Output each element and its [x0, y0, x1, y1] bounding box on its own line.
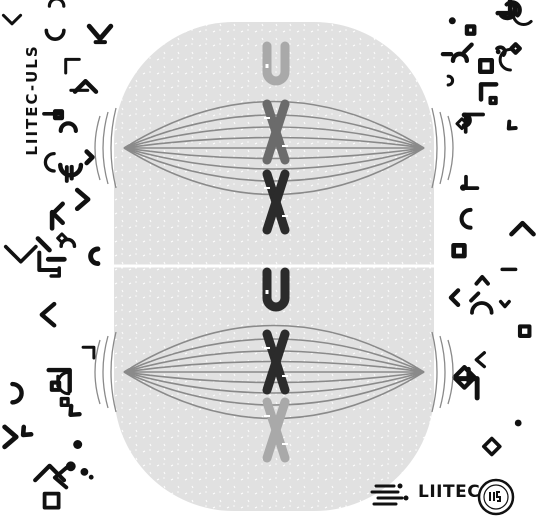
pattern-shape — [447, 16, 457, 26]
pattern-shape — [454, 245, 465, 256]
astral-fiber — [95, 340, 100, 404]
pattern-shape — [38, 239, 50, 251]
pattern-shape — [501, 302, 509, 307]
pattern-shape — [511, 223, 533, 245]
pattern-shape — [448, 76, 452, 85]
pattern-shape — [66, 59, 80, 73]
brand-name: LIITEC — [418, 482, 480, 502]
pattern-shape — [464, 45, 472, 53]
pattern-shape — [471, 293, 478, 300]
side-label: LIITEC-ULS — [23, 44, 41, 155]
pattern-shape — [66, 406, 79, 419]
pattern-shape — [451, 290, 465, 304]
pattern-shape — [6, 232, 36, 262]
pattern-shape — [61, 399, 68, 406]
dividing-cell — [95, 22, 453, 511]
pattern-shape — [506, 122, 516, 132]
pattern-shape — [467, 26, 474, 33]
astral-fiber — [440, 336, 445, 408]
pattern-shape — [19, 427, 31, 439]
pattern-shape — [484, 439, 500, 455]
pattern-shape — [466, 177, 477, 188]
pattern-shape — [45, 154, 54, 171]
pattern-shape — [46, 30, 64, 39]
pattern-shape — [45, 494, 59, 508]
pattern-shape — [453, 54, 467, 61]
astral-fiber — [448, 116, 453, 180]
astral-fiber — [103, 336, 108, 408]
pattern-shape — [500, 49, 510, 70]
pattern-shape — [53, 204, 72, 223]
pattern-shape — [42, 304, 54, 325]
pattern-shape — [476, 353, 484, 367]
pattern-shape — [5, 427, 17, 447]
pattern-shape — [462, 210, 471, 228]
pattern-shape — [472, 303, 492, 313]
astral-fiber — [440, 112, 445, 184]
pattern-shape — [61, 123, 76, 131]
pattern-shape — [91, 249, 98, 264]
pattern-shape — [520, 326, 529, 335]
pattern-shape — [79, 466, 90, 477]
pattern-shape — [511, 44, 519, 52]
pattern-shape — [460, 184, 466, 190]
pattern-shape — [88, 474, 95, 481]
seal-icon — [479, 480, 513, 514]
pattern-shape — [12, 384, 21, 402]
pattern-shape — [81, 152, 92, 163]
pattern-shape — [61, 240, 74, 247]
pattern-shape — [3, 7, 20, 24]
pattern-shape — [77, 190, 88, 209]
pattern-shape — [52, 383, 59, 390]
pattern-shape — [476, 277, 488, 284]
pattern-shape — [73, 440, 82, 449]
astral-fiber — [95, 116, 100, 180]
pattern-shape — [49, 0, 63, 6]
liitec-logo-icon — [372, 484, 409, 505]
pattern-shape — [480, 60, 492, 72]
pattern-shape — [89, 26, 111, 39]
pattern-shape — [83, 347, 94, 358]
pattern-shape — [490, 98, 496, 104]
astral-fiber — [103, 112, 108, 184]
astral-fiber — [448, 340, 453, 404]
pattern-shape — [515, 420, 522, 427]
